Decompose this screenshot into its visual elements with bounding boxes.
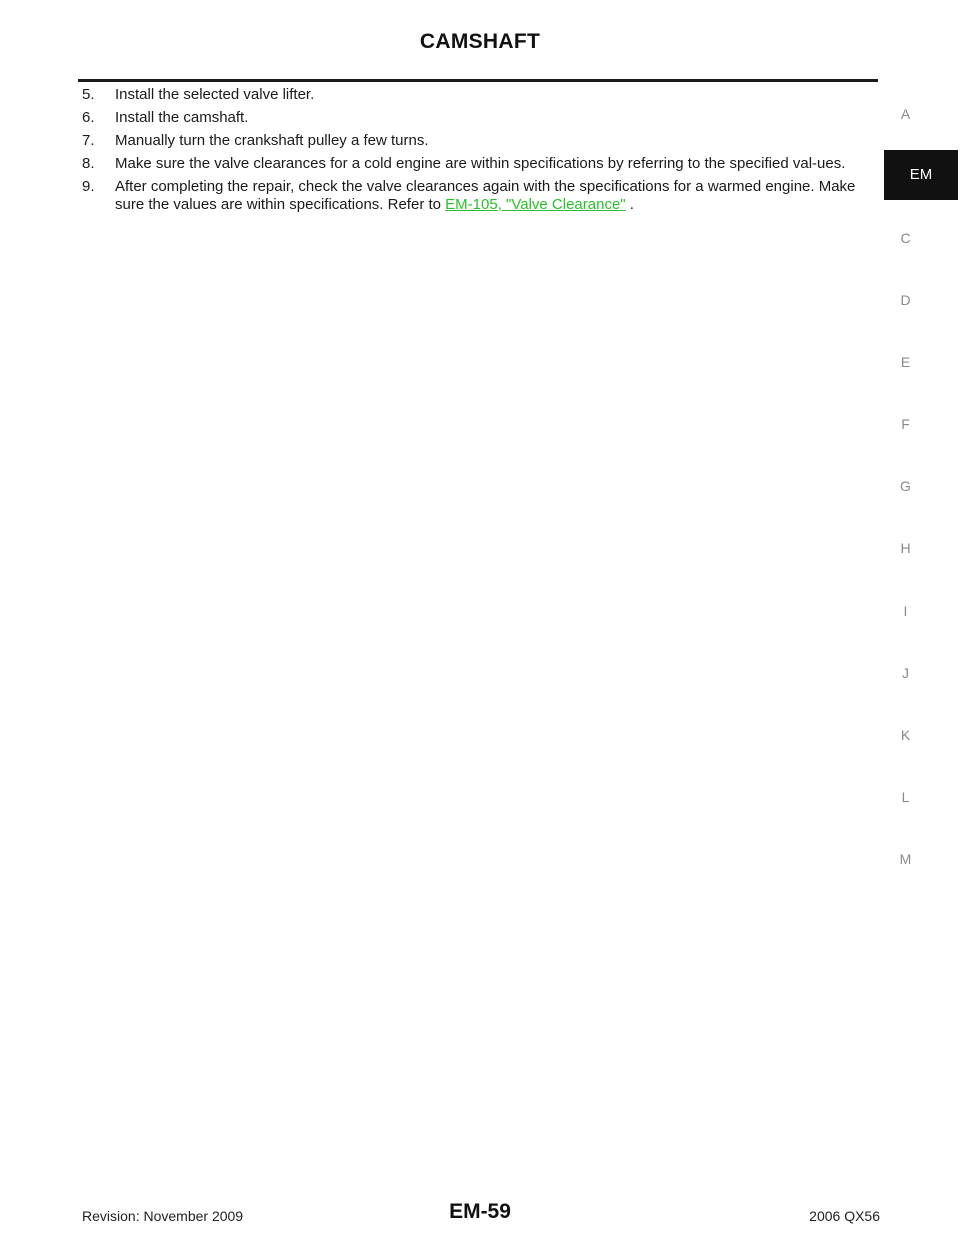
valve-clearance-link[interactable]: EM-105, "Valve Clearance" xyxy=(445,196,626,213)
step-text: Install the selected valve lifter. xyxy=(115,86,315,103)
step-item: 8. Make sure the valve clearances for a … xyxy=(82,155,872,173)
procedure-steps: 5. Install the selected valve lifter. 6.… xyxy=(82,86,872,219)
side-index-l[interactable]: L xyxy=(901,789,910,805)
page-footer: Revision: November 2009 EM-59 2006 QX56 xyxy=(0,1200,960,1236)
step-text: Make sure the valve clearances for a col… xyxy=(115,155,846,172)
model-name: 2006 QX56 xyxy=(809,1208,880,1224)
side-index-f[interactable]: F xyxy=(901,416,910,432)
step-number: 7. xyxy=(82,132,95,149)
step-text: Manually turn the crankshaft pulley a fe… xyxy=(115,132,429,149)
step-number: 9. xyxy=(82,178,95,195)
side-index-d[interactable]: D xyxy=(900,292,911,308)
step-item: 7. Manually turn the crankshaft pulley a… xyxy=(82,132,872,150)
side-index-i[interactable]: I xyxy=(903,603,908,619)
side-index-g[interactable]: G xyxy=(900,478,911,494)
side-index-c[interactable]: C xyxy=(900,230,911,246)
page-number: EM-59 xyxy=(449,1200,511,1223)
side-index-em[interactable]: EM xyxy=(884,150,958,200)
step-text: After completing the repair, check the v… xyxy=(115,178,872,214)
side-index-m[interactable]: M xyxy=(899,851,912,867)
side-index-j[interactable]: J xyxy=(902,665,909,681)
step-text: Install the camshaft. xyxy=(115,109,249,126)
step-item: 9. After completing the repair, check th… xyxy=(82,178,872,214)
step-number: 8. xyxy=(82,155,95,172)
step-item: 6. Install the camshaft. xyxy=(82,109,872,127)
side-index: A EM C D E F G H I J K L M xyxy=(884,0,960,1242)
step-number: 6. xyxy=(82,109,95,126)
step-text-suffix: . xyxy=(625,196,634,213)
step-number: 5. xyxy=(82,86,95,103)
step-text-body: After completing the repair, check the v… xyxy=(115,178,856,213)
page-title: CAMSHAFT xyxy=(419,30,541,53)
side-index-a[interactable]: A xyxy=(900,106,911,122)
side-index-k[interactable]: K xyxy=(900,727,911,743)
step-item: 5. Install the selected valve lifter. xyxy=(82,86,872,104)
title-divider xyxy=(78,79,878,82)
side-index-h[interactable]: H xyxy=(900,540,911,556)
side-index-e[interactable]: E xyxy=(900,354,911,370)
revision-date: Revision: November 2009 xyxy=(82,1208,244,1224)
